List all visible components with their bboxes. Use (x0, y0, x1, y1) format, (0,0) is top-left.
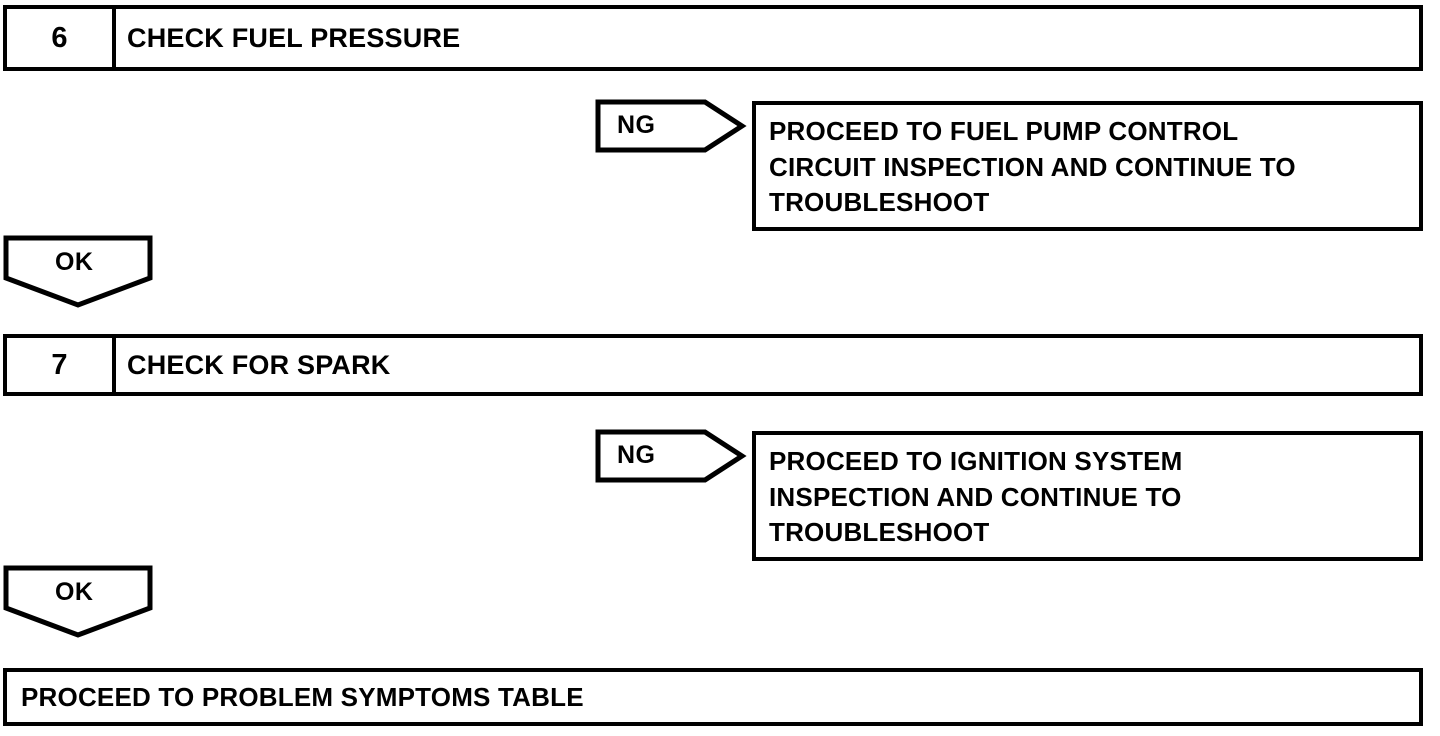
step-title-7: CHECK FOR SPARK (127, 349, 391, 380)
step-title-6: CHECK FUEL PRESSURE (127, 22, 461, 53)
ng-arrow-7: NG (595, 429, 747, 483)
ng-result-line: CIRCUIT INSPECTION AND CONTINUE TO (769, 151, 1296, 182)
ng-result-line: TROUBLESHOOT (769, 517, 990, 548)
step-box-7[interactable]: 7 CHECK FOR SPARK (3, 334, 1423, 396)
final-action-box[interactable]: PROCEED TO PROBLEM SYMPTOMS TABLE (3, 668, 1423, 726)
step-box-6[interactable]: 6 CHECK FUEL PRESSURE (3, 5, 1423, 71)
ok-arrow-6: OK (3, 235, 153, 309)
ng-result-line: INSPECTION AND CONTINUE TO (769, 481, 1182, 512)
ng-result-line: TROUBLESHOOT (769, 187, 990, 218)
ng-arrow-6: NG (595, 99, 747, 153)
ok-arrow-label-6: OK (55, 248, 94, 276)
final-action-text: PROCEED TO PROBLEM SYMPTOMS TABLE (21, 682, 584, 712)
ng-arrow-label-7: NG (617, 441, 656, 469)
ok-arrow-7: OK (3, 565, 153, 639)
step-number-7: 7 (7, 338, 116, 392)
step-number-6: 6 (7, 9, 116, 67)
ok-arrow-label-7: OK (55, 578, 94, 606)
ng-result-box-6[interactable]: PROCEED TO FUEL PUMP CONTROL CIRCUIT INS… (752, 101, 1423, 231)
ng-result-box-7[interactable]: PROCEED TO IGNITION SYSTEM INSPECTION AN… (752, 431, 1423, 561)
ng-arrow-label-6: NG (617, 111, 656, 139)
ng-result-line: PROCEED TO IGNITION SYSTEM (769, 446, 1183, 476)
ng-result-line: PROCEED TO FUEL PUMP CONTROL (769, 116, 1239, 146)
